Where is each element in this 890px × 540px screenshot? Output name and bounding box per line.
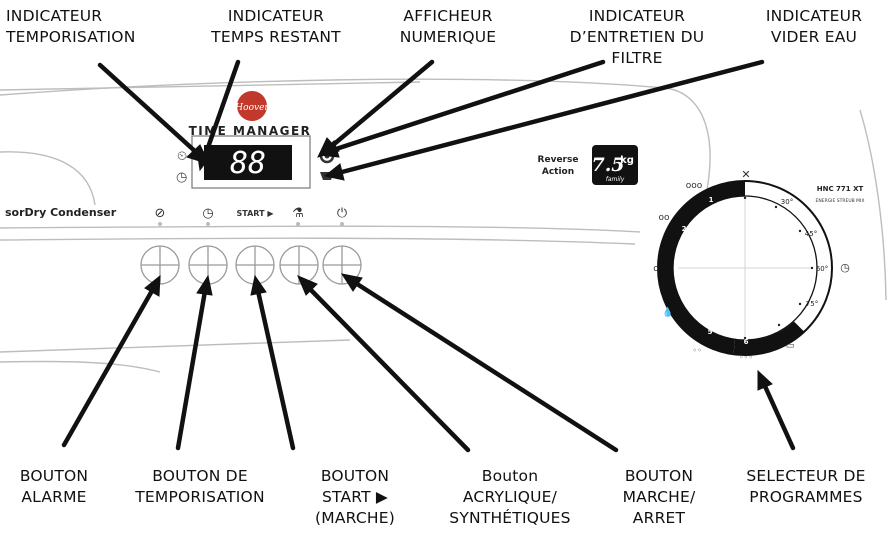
arrow-acrylic-head xyxy=(297,275,318,296)
timer-symbol-icon: ◷ xyxy=(202,206,213,221)
two-dots-icon: oo xyxy=(658,213,670,223)
dial-seg-3: 3 xyxy=(674,263,679,271)
brand-logo-text: Hoover xyxy=(234,103,269,113)
dial-seg-5: 5 xyxy=(708,328,713,336)
label-numeric-display: AFFICHEUR NUMERIQUE xyxy=(399,7,497,46)
arrow-drain xyxy=(339,59,765,175)
dial-temp-45: 45° xyxy=(805,230,817,238)
dial-seg-1: 1 xyxy=(709,196,714,204)
acrylic-symbol-icon: ⚗ xyxy=(292,206,304,221)
arrow-drain-head xyxy=(323,163,345,181)
dial-outer-icons: ooo oo o 💧 ◦◦ ◦◦◦ ▭ ✕ ◷ xyxy=(653,168,850,362)
three-dots-icon: ooo xyxy=(686,181,703,191)
time-remaining-icon: ◷ xyxy=(176,170,187,185)
capacity-badge: 7.5 kg family xyxy=(591,145,638,185)
dial-temp-60: 60° xyxy=(816,265,828,273)
dial-dark-arc-left xyxy=(658,181,745,355)
clock-icon: ◷ xyxy=(840,261,850,274)
label-acrylic-button: Bouton ACRYLIQUE/ SYNTHÉTIQUES xyxy=(449,467,571,527)
model-code: HNC 771 XT xyxy=(817,185,864,193)
button-symbols: ⊘ ◷ START ▶ ⚗ ⏻ xyxy=(155,206,348,221)
panel-outline xyxy=(0,78,887,373)
arrow-selector xyxy=(761,381,796,451)
alarm-symbol-icon: ⊘ xyxy=(155,206,166,221)
model-name: sorDry Condenser xyxy=(5,206,117,219)
arrow-alarm-head xyxy=(144,274,161,297)
model-sub: ENERGIE STREUB MIX xyxy=(816,198,865,204)
onoff-button[interactable] xyxy=(322,245,362,285)
timer-indicator-icon: ⏲ xyxy=(177,149,187,164)
arrow-timer-button xyxy=(175,288,208,451)
arrow-display xyxy=(333,59,606,152)
dial-seg-2: 2 xyxy=(682,225,687,233)
time-manager-title: TIME MANAGER xyxy=(189,124,312,138)
arrow-timer-button-head xyxy=(196,274,213,296)
one-dot-icon: o xyxy=(653,264,659,274)
dial-temp-30: 30° xyxy=(781,198,793,206)
two-drops-icon: ◦◦ xyxy=(692,346,701,355)
dial-dark-arc-bottom xyxy=(733,321,804,355)
drop-icon: 💧 xyxy=(662,306,673,318)
label-alarm-button: BOUTON ALARME xyxy=(19,467,89,506)
label-time-remaining: INDICATEUR TEMPS RESTANT xyxy=(211,7,341,46)
reverse-action-line1: Reverse xyxy=(538,155,579,165)
program-selector-dial[interactable]: 1 2 3 4 5 6 30° 45° 60° 75° xyxy=(657,180,833,356)
arrow-display-head xyxy=(318,140,340,158)
arrow-time-remaining xyxy=(202,59,241,159)
arrow-selector-head xyxy=(757,369,773,391)
arrow-alarm xyxy=(61,286,156,448)
label-timer-button: BOUTON DE TEMPORISATION xyxy=(135,467,265,506)
label-onoff-button: BOUTON MARCHE/ ARRET xyxy=(622,467,696,527)
dial-seg-6: 6 xyxy=(744,338,749,346)
arrow-onoff xyxy=(351,279,619,453)
arrow-time-remaining-head xyxy=(196,149,213,172)
label-timer-indicator: INDICATEUR TEMPORISATION xyxy=(6,7,136,46)
label-start-button: BOUTON START ▶ (MARCHE) xyxy=(315,467,395,527)
reverse-action-line2: Action xyxy=(542,167,574,177)
arrow-timer-indicator xyxy=(97,62,200,156)
display-digits: 88 xyxy=(230,146,266,181)
arrow-start-head xyxy=(250,274,267,296)
led-dots xyxy=(158,222,344,226)
capacity-unit: kg xyxy=(620,155,634,166)
label-program-selector: SELECTEUR DE PROGRAMMES xyxy=(746,467,866,506)
numeric-display-screen xyxy=(204,145,292,180)
dial-seg-4: 4 xyxy=(682,296,687,304)
arrow-acrylic xyxy=(305,284,471,453)
start-symbol-label: START ▶ xyxy=(237,209,275,218)
arrow-start xyxy=(255,288,296,451)
label-filter-indicator: INDICATEUR D’ENTRETIEN DU FILTRE xyxy=(569,7,705,67)
three-drops-icon: ◦◦◦ xyxy=(739,353,753,362)
brand-logo xyxy=(237,91,267,121)
pointer-arrows xyxy=(61,59,796,453)
iron-icon: ▭ xyxy=(786,341,795,351)
arrow-filter xyxy=(330,59,435,148)
arrow-onoff-head xyxy=(340,273,363,292)
dial-temp-75: 75° xyxy=(806,300,818,308)
label-drain-indicator: INDICATEUR VIDER EAU xyxy=(765,7,863,46)
stop-icon: ✕ xyxy=(741,168,750,181)
power-symbol-icon: ⏻ xyxy=(337,206,347,221)
capacity-family: family xyxy=(606,176,625,183)
capacity-value: 7.5 xyxy=(591,154,624,176)
